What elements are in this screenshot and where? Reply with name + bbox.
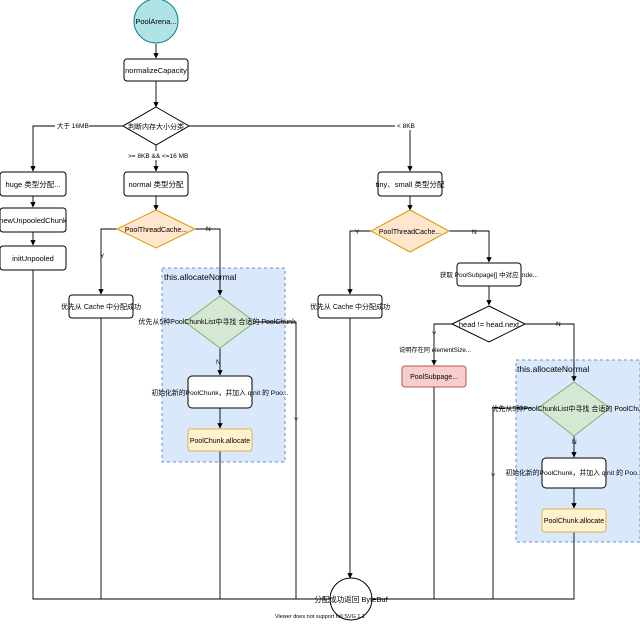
node-new-unpooled [0,207,67,233]
node-tiny-cache-hit [317,294,383,319]
node-init-unpooled-label: initUnpooled [12,254,54,263]
label-y-ncache: Y [100,253,105,260]
node-find-chunk-left-label: 优先从5种PoolChunkList中寻找 合适的 PoolChunk [138,317,296,326]
node-alloc-left [187,428,253,452]
label-y-find-right: Y [491,473,496,480]
node-init-chunk-right-label: 初始化新的PoolChunk，并加入 qinit 的 Poo... [505,468,640,477]
edge-ncache-hit [98,228,117,295]
label-y-find-left: Y [294,417,299,424]
node-alloc-left-label: PoolChunk.allocate [190,438,250,445]
node-start-label: PoolArena... [135,17,176,26]
label-n-head: N [556,321,561,328]
node-tiny-small [377,171,443,197]
edge-judge-huge [30,125,123,172]
footer-warning: Viewer does not support full SVG 1.1 [275,614,365,620]
edge-tcache-hit [347,230,371,295]
node-get-subpage [456,262,522,287]
label-n-ncache: N [206,226,211,233]
label-lt8: < 8KB [397,123,415,130]
node-judge-size-label: 判断内存大小分类 [128,122,184,131]
node-tiny-small-label: tiny、small 类型分配 [376,179,445,189]
node-init-unpooled [0,245,67,271]
node-tiny-cache-label: PoolThreadCache... [379,229,441,236]
node-find-chunk-right-label: 优先从5种PoolChunkList中寻找 合适的 PoolChunk [491,404,640,413]
node-new-unpooled-label: newUnpooledChunk [0,216,67,225]
edge-head-group [525,323,577,382]
edge-labels: 大于 16MB >= 8KB && <=16 MB < 8KB Y N N Y … [55,121,577,480]
edge-find-y-left [255,321,297,599]
edge-tcache-subpage [449,230,492,263]
edge-find-y-right [492,407,532,599]
node-get-subpage-label: 获取 PoolSubpage[] 中对应 inde... [440,270,538,279]
node-judge-size [121,106,191,146]
node-huge [0,171,67,197]
edge-head-pool [431,323,452,366]
edge-alloc-end-right [372,532,575,600]
node-pool-subpage [401,365,467,388]
node-head-check-label: head != head.next [459,320,520,329]
node-end [329,577,373,621]
node-normal-cache [115,209,197,249]
node-normal-label: normal 类型分配 [128,179,184,189]
subpage-note: 说明存在同 elementSize... [399,346,471,354]
node-normal-cache-label: PoolThreadCache... [125,227,187,234]
node-normal [123,171,189,197]
edge-judge-tiny [189,125,413,172]
node-init-chunk-left-label: 初始化新的PoolChunk，并加入 qinit 的 Poo... [151,388,288,397]
node-alloc-right-label: PoolChunk.allocate [544,518,604,525]
node-normalize [123,58,189,82]
label-y-tcache: Y [355,229,360,236]
node-normalize-label: normalizeCapacity [125,66,187,75]
node-init-chunk-right [541,457,607,489]
label-n-find-left: N [216,359,221,366]
node-head-check [450,305,527,343]
node-alloc-right [541,508,607,533]
node-init-chunk-left [187,375,253,409]
node-pool-subpage-label: PoolSubpage... [410,374,458,381]
label-n-find-right: N [572,439,577,446]
label-gt16: 大于 16MB [57,121,89,130]
node-find-chunk-right [537,381,611,437]
node-huge-label: huge 类型分配... [5,179,60,189]
edge-ncache-group [195,228,223,296]
label-mid: >= 8KB && <=16 MB [128,153,188,160]
node-tiny-cache [369,209,451,253]
node-normal-cache-hit [68,294,134,319]
node-normal-cache-hit-label: 优先从 Cache 中分配成功 [61,302,141,311]
label-n-tcache: N [472,229,477,236]
node-tiny-cache-hit-label: 优先从 Cache 中分配成功 [310,302,390,311]
label-y-head: Y [432,331,437,338]
node-find-chunk-left [184,295,256,349]
group-title-right: this.allocateNormal [517,364,589,374]
node-end-label: 分配成功返回 ByteBuf [314,594,388,604]
group-title-left: this.allocateNormal [164,272,236,282]
node-start [133,0,179,44]
edge-init-end [32,270,330,600]
